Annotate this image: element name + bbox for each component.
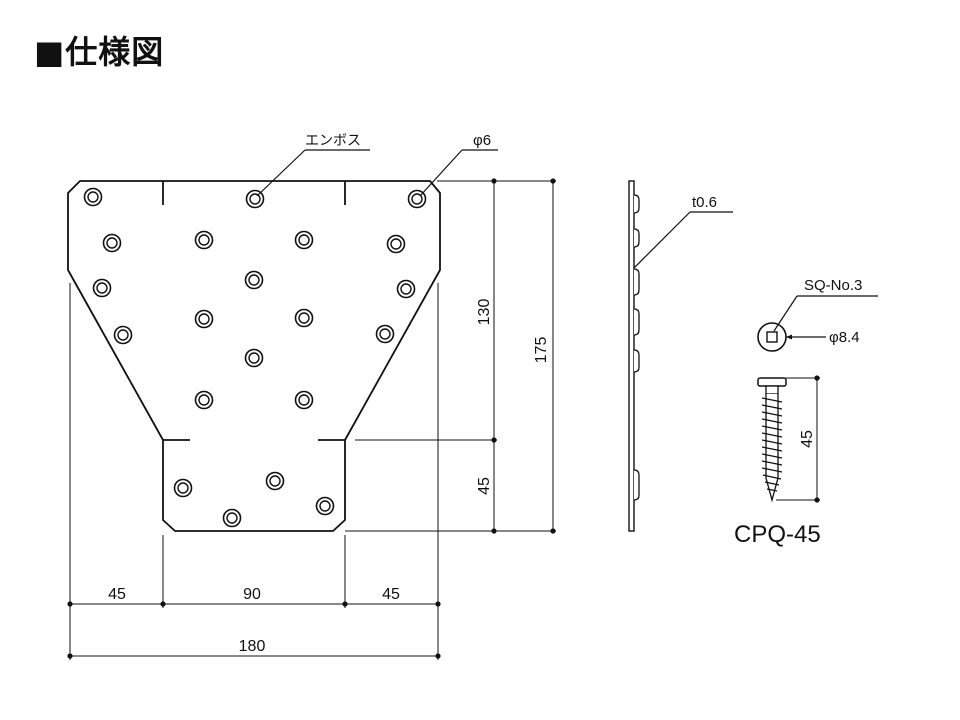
vertical-dimensions [345, 180, 556, 532]
leader-emboss: エンボス [256, 133, 370, 197]
screw-model-label: CPQ-45 [734, 521, 821, 548]
hole [396, 279, 416, 299]
page-title: ■仕様図 [34, 33, 165, 71]
horizontal-dimension-dots [67, 601, 441, 659]
hole [113, 325, 133, 345]
hole [173, 478, 193, 498]
hole [245, 189, 265, 209]
hole [386, 234, 406, 254]
hole [102, 233, 122, 253]
hole [194, 309, 214, 329]
hole [315, 496, 335, 516]
dim-screw-45: 45 [799, 430, 816, 448]
dim-90: 90 [243, 586, 261, 603]
horizontal-dimensions [69, 283, 439, 660]
hole [244, 270, 264, 290]
hole [265, 471, 285, 491]
dim-45-right: 45 [382, 586, 400, 603]
hole [294, 230, 314, 250]
screw-diameter-callout: φ8.4 [829, 329, 860, 346]
screw-head-callout: SQ-No.3 [804, 277, 862, 294]
dim-130: 130 [476, 299, 493, 326]
hole [83, 187, 103, 207]
hole-diameter-callout: φ6 [473, 132, 491, 149]
hole [294, 390, 314, 410]
hole [294, 308, 314, 328]
thickness-callout: t0.6 [692, 194, 717, 211]
emboss-callout: エンボス [305, 133, 361, 149]
dim-45-left: 45 [108, 586, 126, 603]
dim-180: 180 [239, 638, 266, 655]
plate-side-view: t0.6 [628, 180, 733, 532]
dim-45-vertical: 45 [476, 477, 493, 495]
hole [92, 278, 112, 298]
dim-175: 175 [533, 337, 550, 364]
screw-side-view: 45 [757, 375, 820, 503]
hole [194, 230, 214, 250]
screw-head-top-view: SQ-No.3 φ8.4 [757, 277, 878, 352]
leader-hole-diameter: φ6 [419, 132, 498, 197]
hole [194, 390, 214, 410]
hole [244, 348, 264, 368]
hole [222, 508, 242, 528]
vertical-dimension-dots [491, 178, 556, 534]
hole [375, 324, 395, 344]
